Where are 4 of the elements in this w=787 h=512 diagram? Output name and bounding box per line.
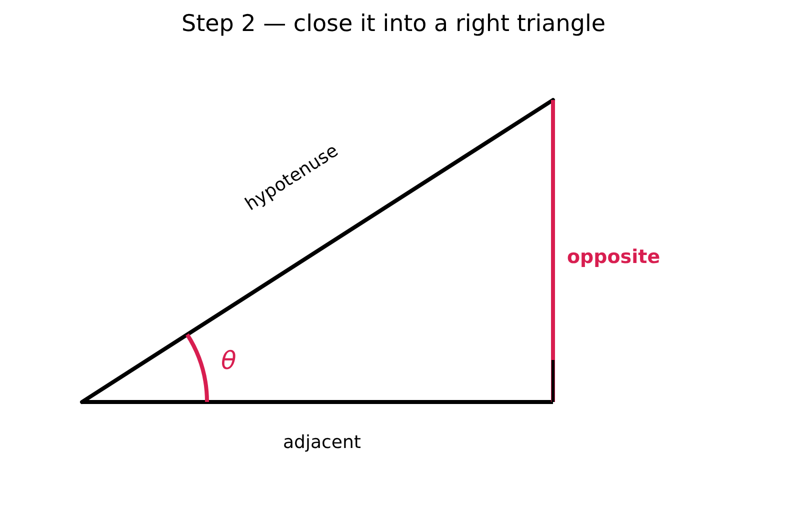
- angle-label: θ: [221, 347, 236, 374]
- title: Step 2 — close it into a right triangle: [180, 12, 606, 38]
- side-label: opposite: [567, 247, 660, 268]
- side-label: adjacent: [283, 433, 361, 453]
